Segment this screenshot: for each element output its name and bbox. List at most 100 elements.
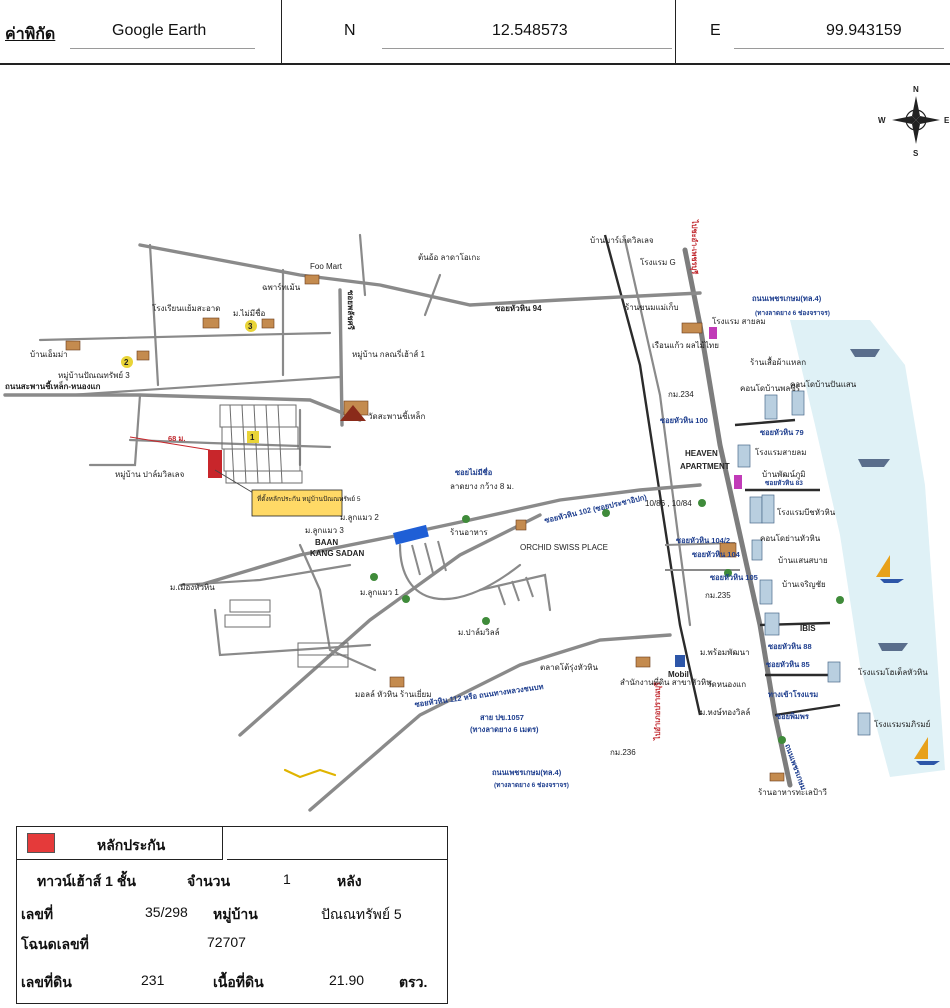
collateral-table: หลักประกัน ทาวน์เฮ้าส์ 1 ชั้น จำนวน 1 หล… [16, 826, 448, 1004]
km236-label: กม.236 [610, 748, 636, 757]
market-village-label: บ้านมาร์เก็ตวิลเลจ [590, 235, 654, 245]
header-cell-source: ค่าพิกัด Google Earth [0, 0, 282, 63]
land-no-value: 231 [141, 972, 165, 988]
soi-noname-label: ซอยไม่มีชื่อ [455, 466, 492, 477]
mb2-label: ม.หงษ์ทองวิลล์ [700, 707, 750, 717]
soi-88-label: ซอยหัวหิน 88 [768, 642, 812, 651]
km235-label: กม.235 [705, 591, 731, 600]
road-kang-c [213, 608, 372, 657]
house-no-value: 35/298 [145, 904, 188, 920]
qty-unit: หลัง [337, 873, 362, 889]
km234-label: กม.234 [668, 390, 694, 399]
sea-area [790, 320, 945, 777]
east-label: E [710, 22, 721, 39]
qty-value: 1 [283, 871, 291, 887]
road-soi-112 [308, 633, 672, 812]
condo1-label: คอนโดบ้านพลซีร์ [740, 383, 801, 393]
market2-label: ตลาดโต้รุ่งหัวหิน [540, 662, 599, 672]
road-north-a [148, 243, 160, 387]
condo2-label: คอนโดบ้านปันแสน [790, 379, 857, 389]
village-no-name-label: ม.ไม่มีชื่อ [233, 307, 265, 318]
coord-source: Google Earth [112, 22, 207, 39]
distance-label: 68 ม. [168, 434, 185, 443]
ban-chiang-label: บ้านเจริญชัย [782, 580, 826, 589]
village-k-label: หมู่บ้าน กลณรี่เฮ้าส์ 1 [352, 348, 425, 360]
bk-c-label: ม.ลูกแมว 1 [360, 588, 399, 598]
ban-sai-label: บ้านแสนสบาย [778, 556, 828, 565]
ship-icons [850, 349, 908, 651]
road-north-e [38, 331, 332, 342]
soi-name-vertical-label: ซอยพลัชศรี [346, 290, 356, 331]
hotel2-label: โรงแรมบีชหัวหิน [777, 507, 836, 517]
soi-104-2-label: ซอยหัวหิน 104/2 [676, 536, 730, 545]
fish-label: ร้านอาหารทะเลป้าวี [758, 788, 827, 797]
underline [734, 48, 944, 49]
village-palm-label: หมู่บ้าน ปาล์มวิลเลจ [115, 469, 185, 480]
orchid-label: ORCHID SWISS PLACE [520, 543, 608, 552]
coordinate-header: ค่าพิกัด Google Earth N 12.548573 E 99.9… [0, 0, 950, 65]
bk-e-label: ม.เมืองหัวหิน [170, 583, 215, 592]
bk-b-label: ม.ลูกแมว 2 [340, 513, 379, 523]
legend-title: หลักประกัน [97, 837, 166, 853]
restaurant-label: เรือนแก้ว ผลไม้ไทย [652, 341, 719, 350]
tree-icons [370, 499, 844, 744]
shop-label: ร้านขนมแม่เก็บ [625, 302, 679, 312]
baan-kang-label-1: BAAN [315, 538, 338, 547]
soi-noname-sub-label: ลาดยาง กว้าง 8 ม. [450, 482, 514, 491]
central-parallel-roads [411, 540, 534, 606]
qty-label: จำนวน [187, 873, 231, 889]
soi-85-label: ซอยหัวหิน 85 [766, 660, 810, 669]
hotel-entrance-label: ทางเข้าโรงแรม [768, 689, 818, 699]
clothing-shop-label: ร้านเสื้อผ้าแหลก [750, 356, 806, 367]
phetkasem-sub-label: (ทางลาดยาง 6 ช่องจราจร) [755, 309, 830, 317]
road-soi-94 [138, 243, 702, 307]
to-cha-am-label: ไปชะอำ-เพชรบุรี [690, 219, 700, 275]
mb3-label: ร้านอาหาร [450, 528, 488, 537]
hotel4-label: โรงแรมรมภิรมย์ [874, 719, 930, 729]
soi-pimporn-label: ซอยพิมพร [776, 712, 810, 721]
compass-rose-icon: N S E W [878, 85, 950, 158]
road-kang-a [298, 543, 377, 672]
village-label: หมู่บ้าน [213, 906, 258, 922]
soi-branches-east [734, 418, 841, 717]
hotel-icon [709, 327, 717, 339]
bk-d-label: ม.ปาล์มวิลล์ [458, 627, 500, 637]
kang-subdivision-blocks [224, 599, 349, 668]
condo3-label: คอนโดย่านหัวหิน [760, 533, 821, 543]
noname-soi-marker [393, 524, 429, 545]
header-cell-east: E 99.943159 [676, 0, 950, 63]
coord-label: ค่าพิกัด [5, 26, 56, 43]
road-diagonal-a [238, 513, 542, 737]
wat-label: วัดสะพานชี้เหล็ก [368, 410, 425, 421]
heaven-apartment-icon [734, 475, 742, 489]
ban-label: บ้านพัฒน์ภูมิ [762, 469, 806, 480]
road-soi-poncha [338, 288, 344, 427]
underline [70, 48, 255, 49]
area-value: 21.90 [329, 972, 365, 988]
land-no-label: เลขที่ดิน [21, 974, 72, 990]
header-cell-north: N 12.548573 [282, 0, 676, 63]
subdivision-grid [219, 404, 303, 484]
soi-83-label: ซอยหัวหิน 83 [765, 479, 803, 487]
mobil-station-icon [675, 655, 685, 667]
hotel1-label: โรงแรมสายลม [755, 447, 806, 457]
house-no-label: เลขที่ [21, 906, 54, 922]
phetkasem-south-label: ถนนเพชรเกษม(ทล.4) [492, 768, 562, 777]
school-label: โรงเรียนแย้มสะอาด [152, 303, 220, 313]
location-map: N S E W [3, 85, 950, 812]
village-pan-3-label: หมู่บ้านปัณณทรัพย์ 3 [58, 370, 130, 381]
svg-text:1: 1 [250, 433, 255, 442]
apartment-thai-label: ฉพาร์ทเม้น [262, 282, 301, 292]
marker-1: 1 [247, 431, 259, 443]
road-yellow-mark [283, 768, 337, 779]
phetkasem-label: ถนนเพชรเกษม(ทล.4) [752, 294, 822, 303]
building-icons [737, 390, 871, 736]
collateral-color-swatch [27, 833, 55, 853]
road-north-d [423, 273, 442, 317]
road-kang-b [178, 563, 352, 587]
apartment-label: APARTMENT [680, 462, 730, 471]
distance-line [129, 436, 211, 451]
soi-102-label: ซอยหัวหิน 102 (ซอยประชาอิปก) [543, 492, 648, 524]
sailboat-icons [876, 555, 940, 765]
mb1-label: ม.พร้อมพัฒนา [700, 648, 750, 657]
